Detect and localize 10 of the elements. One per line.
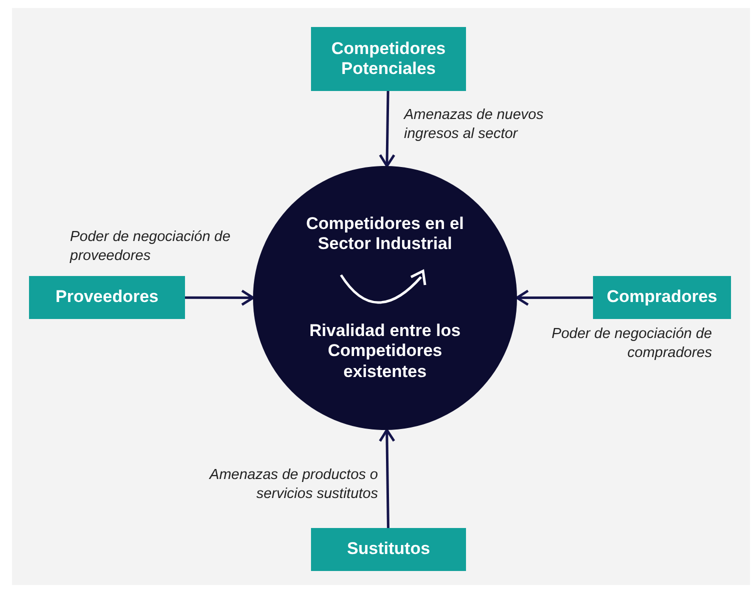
arrow	[378, 90, 396, 168]
label-box: Compradores	[593, 276, 731, 319]
circle-text: Rivalidad entre los Competidores existentes	[308, 320, 462, 382]
circle-heading: Competidores en el Sector Industrial	[305, 214, 465, 255]
label-box: Proveedores	[29, 276, 185, 319]
label-box: Sustitutos	[311, 528, 466, 571]
label-box: Competidores Potenciales	[311, 27, 466, 91]
arrow	[378, 428, 396, 528]
arrow	[185, 290, 254, 306]
arrow	[516, 290, 593, 306]
